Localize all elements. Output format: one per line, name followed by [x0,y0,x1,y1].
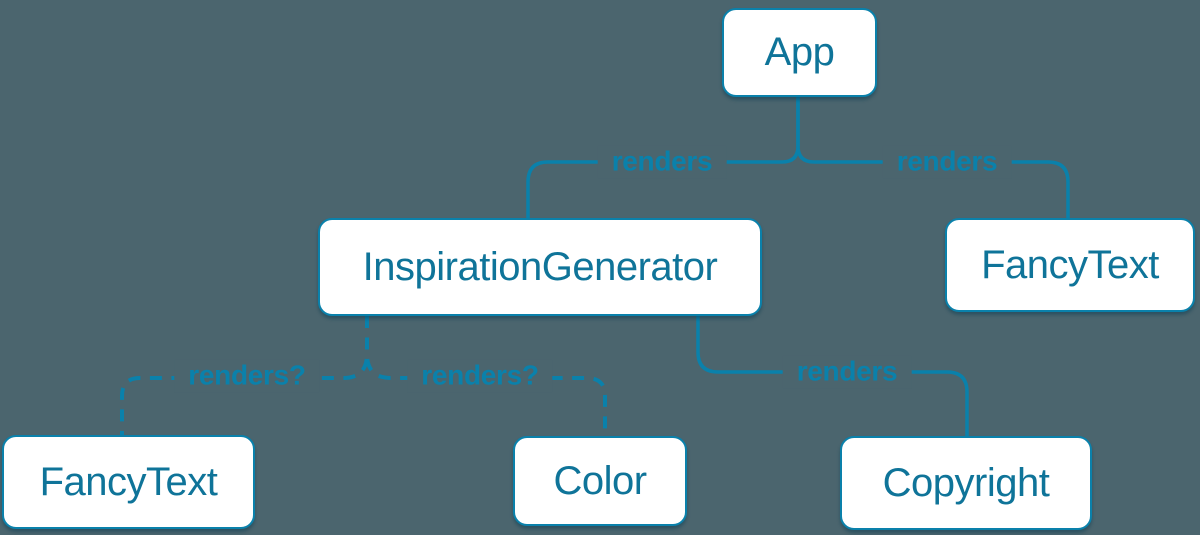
node-copyright: Copyright [840,436,1092,530]
node-copyright-label: Copyright [882,460,1050,505]
edge-label-renders-left: renders [597,145,727,179]
node-color: Color [513,436,687,526]
node-app-label: App [764,30,835,74]
node-fancy-text-top: FancyText [945,218,1195,312]
node-fancy-text-bottom: FancyText [2,435,255,529]
node-app: App [722,8,877,97]
edge-label-renders-copyright: renders [782,355,912,389]
node-fancy-text-top-label: FancyText [981,242,1159,287]
edge-label-renders-conditional-left: renders? [174,359,320,393]
node-inspiration-generator-label: InspirationGenerator [362,244,718,289]
node-color-label: Color [553,458,647,503]
edge-label-renders-conditional-right: renders? [407,359,553,393]
edge-label-renders-right: renders [882,145,1012,179]
node-fancy-text-bottom-label: FancyText [39,459,218,504]
node-inspiration-generator: InspirationGenerator [318,218,762,316]
